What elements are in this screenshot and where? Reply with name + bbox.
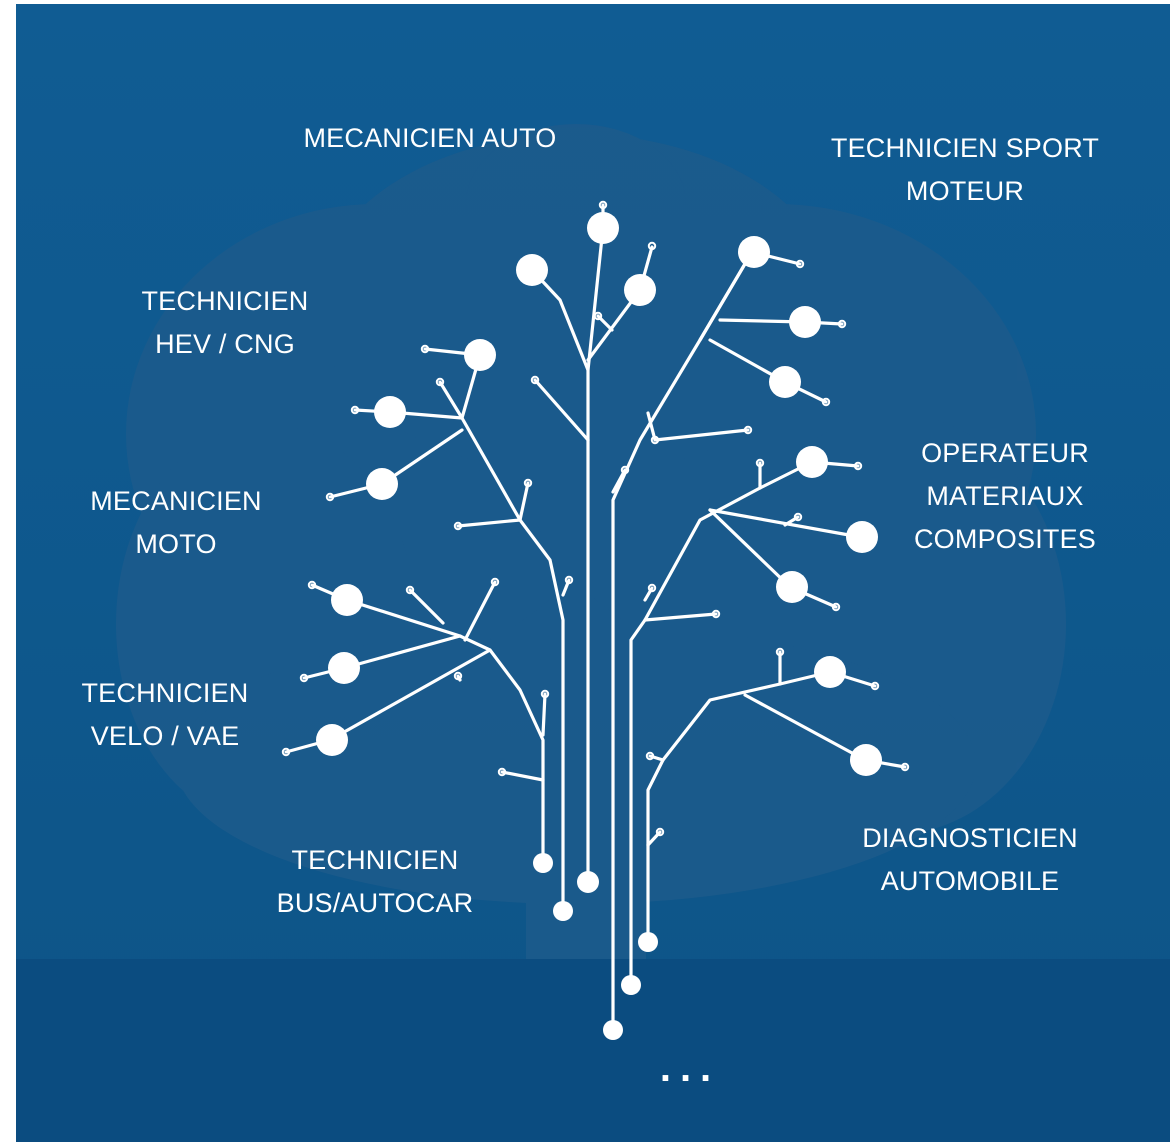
node-hev-cng bbox=[464, 339, 496, 371]
tree-silhouette bbox=[116, 124, 1066, 964]
circuit-pin bbox=[870, 681, 880, 691]
circuit-pin bbox=[564, 575, 574, 585]
circuit-stub bbox=[518, 481, 530, 522]
branch-diag-low bbox=[743, 693, 867, 762]
circuit-pin bbox=[650, 435, 660, 445]
circuit-pin bbox=[821, 397, 831, 407]
trunk-right-mid bbox=[629, 460, 814, 987]
branch-velo-low bbox=[328, 648, 492, 742]
circuit-pin bbox=[793, 512, 803, 522]
more-careers-ellipsis: ... bbox=[659, 1046, 721, 1090]
node-velo-top bbox=[331, 584, 363, 616]
circuit-pin bbox=[530, 375, 540, 385]
circuit-pin bbox=[497, 767, 507, 777]
circuit-pin bbox=[453, 671, 463, 681]
branch-velo-mid bbox=[342, 634, 462, 670]
circuit-stub bbox=[533, 378, 590, 442]
circuit-pin bbox=[647, 241, 657, 251]
label-diagnosticien-automobile: DIAGNOSTICIEN AUTOMOBILE bbox=[862, 823, 1078, 896]
circuit-pin bbox=[307, 580, 317, 590]
circuit-stub bbox=[456, 518, 522, 528]
node-mecanicien-auto-right bbox=[624, 274, 656, 306]
circuit-pin bbox=[620, 465, 630, 475]
branch-moto-low bbox=[380, 428, 464, 486]
trunk-right-low bbox=[646, 670, 832, 944]
circuit-pin bbox=[775, 647, 785, 657]
branch-center-right bbox=[653, 428, 750, 442]
label-operateur-materiaux-composites: OPERATEUR MATERIAUX COMPOSITES bbox=[913, 438, 1097, 554]
circuit-pin bbox=[900, 762, 910, 772]
node-composites-low bbox=[776, 571, 808, 603]
circuit-pin bbox=[837, 319, 847, 329]
circuit-stub bbox=[646, 411, 657, 442]
root-node bbox=[577, 871, 599, 893]
circuit-pin bbox=[598, 200, 608, 210]
node-mecanicien-auto-left bbox=[516, 254, 548, 286]
circuit-pin bbox=[299, 673, 309, 683]
circuit-pin bbox=[795, 259, 805, 269]
circuit-pin bbox=[490, 577, 500, 587]
label-technicien-hev-cng: TECHNICIEN HEV / CNG bbox=[141, 286, 309, 359]
node-moto-top bbox=[374, 396, 406, 428]
node-sport-moteur-mid bbox=[789, 306, 821, 338]
circuit-pin bbox=[453, 521, 463, 531]
node-composites-mid bbox=[846, 521, 878, 553]
circuit-pin bbox=[755, 458, 765, 468]
circuit-stub bbox=[643, 612, 718, 622]
node-moto-low bbox=[366, 468, 398, 500]
circuit-pin bbox=[540, 689, 550, 699]
branch-sport-top bbox=[698, 250, 754, 342]
circuit-pin bbox=[743, 425, 753, 435]
circuit-pin bbox=[647, 583, 657, 593]
circuit-stub bbox=[408, 588, 445, 625]
ground bbox=[16, 959, 1170, 1142]
circuit-pin bbox=[435, 377, 445, 387]
trunk-right-main bbox=[611, 250, 754, 1032]
node-sport-moteur-top bbox=[738, 236, 770, 268]
label-technicien-velo-vae: TECHNICIEN VELO / VAE bbox=[81, 678, 249, 751]
circuit-pin bbox=[281, 747, 291, 757]
circuit-pin bbox=[655, 827, 665, 837]
circuit-pin bbox=[593, 311, 603, 321]
circuit-pin bbox=[645, 751, 655, 761]
trunk-center bbox=[530, 268, 590, 882]
circuit-stub bbox=[541, 692, 547, 737]
circuit-pin bbox=[325, 492, 335, 502]
node-velo-mid bbox=[328, 652, 360, 684]
circuit-pin bbox=[831, 602, 841, 612]
label-technicien-bus-autocar: TECHNICIEN BUS/AUTOCAR bbox=[276, 845, 474, 918]
node-velo-low bbox=[316, 724, 348, 756]
circuit-stub bbox=[438, 380, 464, 420]
node-diag-low bbox=[850, 744, 882, 776]
node-diag-top bbox=[814, 656, 846, 688]
circuit-pin bbox=[711, 609, 721, 619]
trunk-left-low bbox=[345, 598, 545, 865]
label-mecanicien-auto: MECANICIEN AUTO bbox=[303, 123, 557, 153]
background-panel bbox=[16, 4, 1170, 1142]
circuit-pin bbox=[405, 585, 415, 595]
label-technicien-sport-moteur: TECHNICIEN SPORT MOTEUR bbox=[830, 133, 1100, 206]
node-mecanicien-auto-top bbox=[587, 212, 619, 244]
node-sport-moteur-low bbox=[769, 366, 801, 398]
node-composites-top bbox=[796, 446, 828, 478]
circuit-pin bbox=[523, 478, 533, 488]
circuit-pin bbox=[853, 461, 863, 471]
circuit-pin bbox=[350, 405, 360, 415]
branch-composites-low bbox=[708, 508, 792, 589]
label-mecanicien-moto: MECANICIEN MOTO bbox=[90, 486, 262, 559]
circuit-stub bbox=[463, 580, 497, 642]
circuit-pin bbox=[420, 344, 430, 354]
circuit-stub bbox=[500, 770, 545, 782]
trunk-left bbox=[460, 353, 565, 913]
